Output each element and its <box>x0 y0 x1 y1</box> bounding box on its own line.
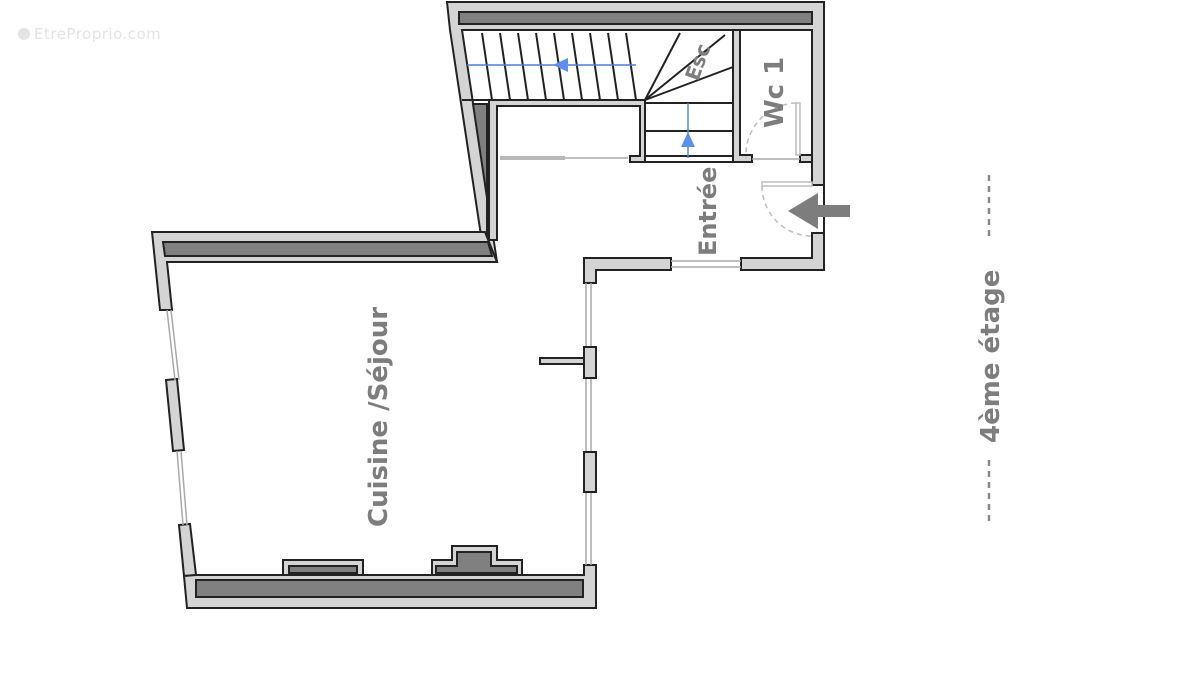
room-label-entrance: Entrée <box>694 167 722 256</box>
staircase <box>462 32 734 158</box>
floor-indicator: 4ème étage <box>976 175 1006 526</box>
stair-arrow-up-icon <box>681 132 695 147</box>
wc-door <box>745 102 801 160</box>
watermark-text: EtreProprio.com <box>34 25 162 43</box>
entrance-bottom-wall <box>583 257 741 284</box>
stair-block-walls <box>445 1 825 271</box>
copyright-circle-icon <box>18 28 30 40</box>
watermark: EtreProprio.com <box>18 25 161 43</box>
entrance-door <box>761 181 813 237</box>
stair-arrow-left-icon <box>553 58 568 72</box>
living-room-walls <box>150 231 597 609</box>
room-label-stairs: Esc <box>680 40 715 83</box>
entry-arrow-icon <box>788 193 850 229</box>
room-label-wc: Wc 1 <box>760 57 790 128</box>
floor-label: 4ème étage <box>976 270 1006 443</box>
room-label-living: Cuisine /Séjour <box>364 307 394 527</box>
